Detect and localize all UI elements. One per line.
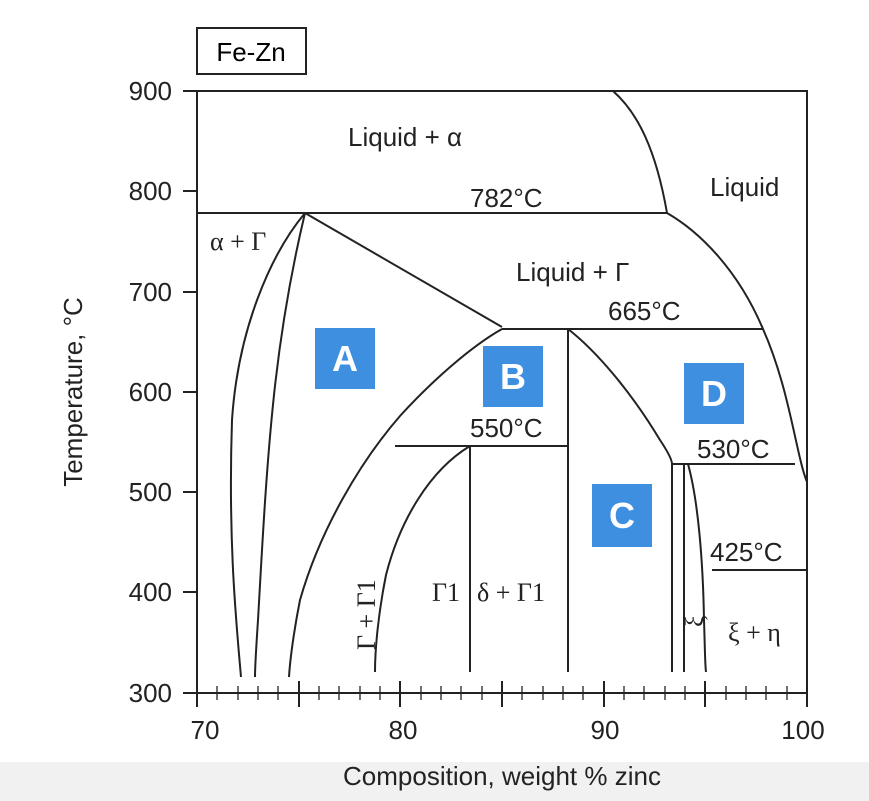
gamma1-boundary [374,445,471,673]
label-alpha-gamma: α + Γ [210,227,266,256]
y-tick-labels: 900 800 700 600 500 400 300 [129,76,172,708]
label-liquid: Liquid [710,172,779,202]
region-d: D [684,363,744,424]
label-gamma-gamma1: Γ + Γ1 [352,579,381,650]
x-tick-label: 100 [781,715,824,745]
label-665c: 665°C [608,296,681,326]
y-tick-label: 400 [129,577,172,607]
label-xi-eta: ξ + η [728,618,781,647]
x-tick-labels: 70 80 90 100 [191,715,825,745]
label-xi: ξ [680,615,709,627]
y-axis-title: Temperature, °C [58,297,88,487]
y-axis-ticks [183,90,197,694]
region-c-label: C [609,495,635,536]
region-c: C [592,484,652,547]
y-tick-label: 800 [129,176,172,206]
x-tick-label: 90 [591,715,620,745]
region-a-label: A [332,338,358,379]
phase-boundaries [197,90,808,678]
label-782c: 782°C [470,183,543,213]
label-gamma1: Γ1 [432,578,460,607]
region-b-label: B [500,356,526,397]
gamma-liquid-boundary [304,212,503,328]
delta-right-upper [567,328,673,465]
bottom-band [0,762,869,801]
x-tick-label: 80 [389,715,418,745]
label-530c: 530°C [697,434,770,464]
label-550c: 550°C [470,413,543,443]
liquidus-upper [612,90,668,214]
y-tick-label: 600 [129,377,172,407]
region-d-box [684,363,744,424]
label-liquid-alpha: Liquid + α [348,122,462,152]
region-d-label: D [701,373,727,414]
region-a-box [315,328,375,389]
title-box [196,27,307,75]
region-c-box [592,484,652,547]
x-axis-title: Composition, weight % zinc [343,761,661,791]
region-b-box [483,346,543,407]
region-b: B [483,346,543,407]
y-tick-label: 700 [129,277,172,307]
y-tick-label: 500 [129,477,172,507]
y-tick-label: 300 [129,678,172,708]
diagram-title: Fe-Zn [216,37,285,67]
xi-right-boundary [687,463,707,673]
region-a: A [315,328,375,389]
x-tick-label: 70 [191,715,220,745]
label-delta-gamma1: δ + Γ1 [477,578,545,607]
gamma-left-boundary [254,212,306,678]
gamma-right-boundary [288,328,503,678]
alpha-boundary [229,212,306,678]
y-tick-label: 900 [129,76,172,106]
label-liquid-gamma: Liquid + Γ [516,257,629,287]
label-425c: 425°C [710,537,783,567]
x-axis-ticks [196,681,808,707]
